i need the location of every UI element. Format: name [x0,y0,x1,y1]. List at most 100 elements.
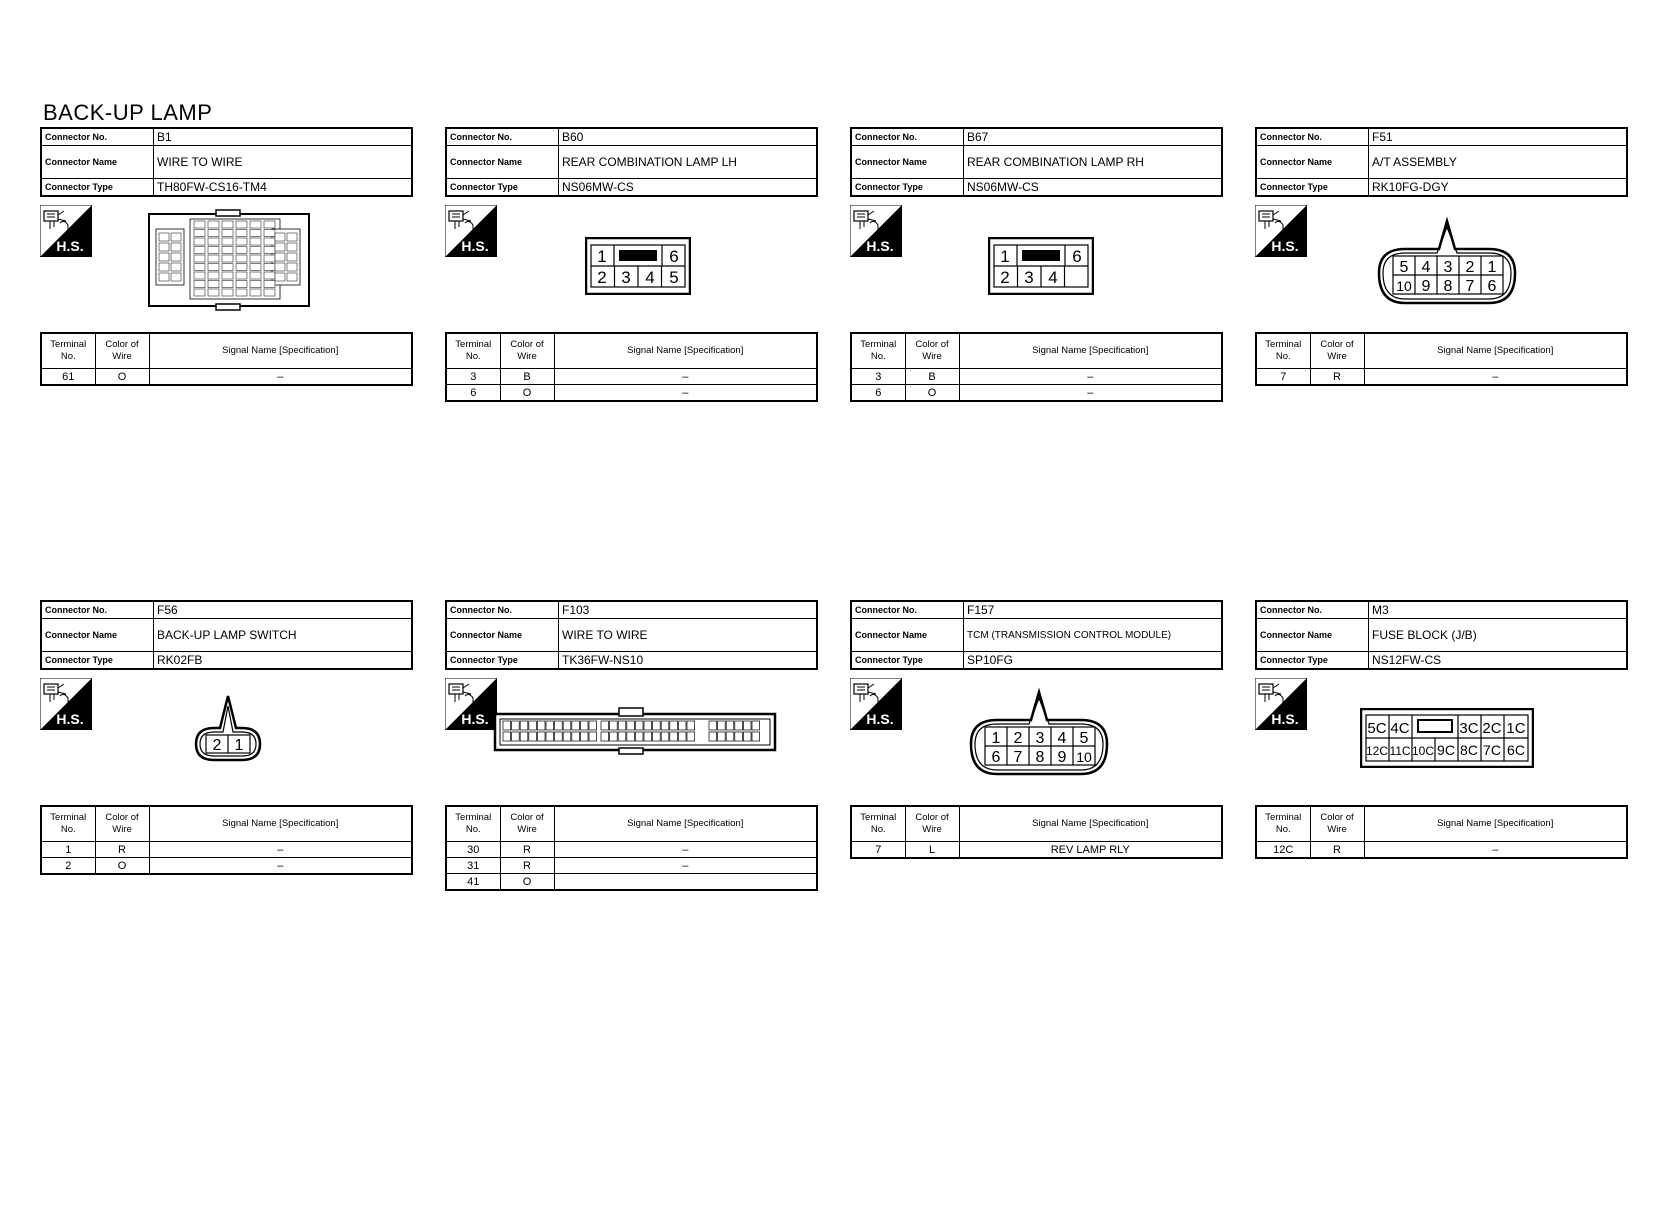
color-cell: O [94,857,150,875]
svg-text:5: 5 [1080,730,1089,747]
connector-diagram: H.S. 1 6 2 3 4 5 [445,197,818,332]
terminal-no-header: Terminal No. [40,332,96,369]
connector-no-label: Connector No. [40,600,154,619]
connector-name: FUSE BLOCK (J/B) [1368,618,1628,652]
pin-cavity [207,288,220,297]
connector-diagram: H.S. [445,670,818,805]
pin-cavity [588,731,597,742]
pin-cavity [263,220,276,229]
connector-type: NS06MW-CS [558,178,818,197]
pin-cavity [221,263,234,271]
pin-cavity [249,288,262,297]
svg-text:5C: 5C [1367,720,1386,737]
connector-type: NS12FW-CS [1368,651,1628,670]
pin-cavity [170,242,182,252]
pin-cavity [207,220,220,229]
pin-cavity [669,731,678,742]
pin-cavity [263,229,276,237]
signal-cell: – [1363,841,1628,859]
svg-text:10C: 10C [1412,744,1434,758]
pin-cavity [274,232,286,242]
svg-text:7C: 7C [1483,742,1501,758]
pin-label: 1 [1000,247,1009,266]
pin-label: 2 [1000,268,1009,287]
terminal-cell: 3 [850,368,906,385]
svg-text:H.S.: H.S. [1271,238,1298,254]
color-header: Color of Wire [499,332,555,369]
pin-cavity [263,246,276,254]
pin-label: 4 [1048,268,1057,287]
connector-face-b1 [148,209,310,311]
svg-text:2: 2 [1014,730,1023,747]
svg-text:5: 5 [1400,259,1409,276]
pin-cavity [221,246,234,254]
connector-diagram: H.S. 1 6 2 3 4 [850,197,1223,332]
connector-name-label: Connector Name [850,145,964,179]
harness-side-icon: H.S. [1255,205,1307,257]
pin-cavity [235,220,248,229]
pin-cavity [708,731,717,742]
pin-cavity [158,242,170,252]
svg-text:H.S.: H.S. [461,711,488,727]
svg-text:4: 4 [1058,730,1067,747]
svg-text:1: 1 [1488,259,1497,276]
pin-cavity [286,252,298,262]
pin-cavity [263,237,276,246]
terminal-no-header: Terminal No. [1255,805,1311,842]
svg-text:8: 8 [1036,749,1045,766]
pin-cavity [274,262,286,272]
pin-cavity [537,731,546,742]
pin-cavity [193,220,206,229]
pin-cavity [734,731,743,742]
svg-text:H.S.: H.S. [56,238,83,254]
harness-side-icon: H.S. [445,678,497,730]
connector-type: SP10FG [963,651,1223,670]
pin-cavity [158,252,170,262]
harness-side-icon: H.S. [40,678,92,730]
connector-name: BACK-UP LAMP SWITCH [153,618,413,652]
svg-text:H.S.: H.S. [461,238,488,254]
pin-cavity [743,720,752,731]
pin-cavity [751,731,760,742]
signal-cell: – [148,368,413,386]
pin-cavity [170,232,182,242]
connector-no: F51 [1368,127,1628,146]
connector-face-f103 [493,707,777,755]
pin-cavity [600,731,609,742]
pin-cavity [652,731,661,742]
color-cell: O [499,873,555,891]
pin-cavity [571,731,580,742]
pin-label: 4 [645,268,654,287]
svg-text:1: 1 [992,730,1001,747]
connector-type: RK10FG-DGY [1368,178,1628,197]
connector-name-label: Connector Name [850,618,964,652]
pin-cavity [643,731,652,742]
pin-cavity [626,720,635,731]
svg-text:1C: 1C [1506,720,1525,737]
pin-cavity [286,242,298,252]
pin-cavity [725,720,735,731]
terminal-no-header: Terminal No. [1255,332,1311,369]
pin-cavity [743,731,752,742]
connector-no: F56 [153,600,413,619]
connector-name: WIRE TO WIRE [558,618,818,652]
pin-cavity [158,272,170,282]
signal-cell: – [958,368,1223,385]
pin-cavity [286,232,298,242]
signal-cell: – [148,841,413,858]
signal-cell: – [1363,368,1628,386]
terminal-cell: 7 [1255,368,1311,386]
connector-no: M3 [1368,600,1628,619]
